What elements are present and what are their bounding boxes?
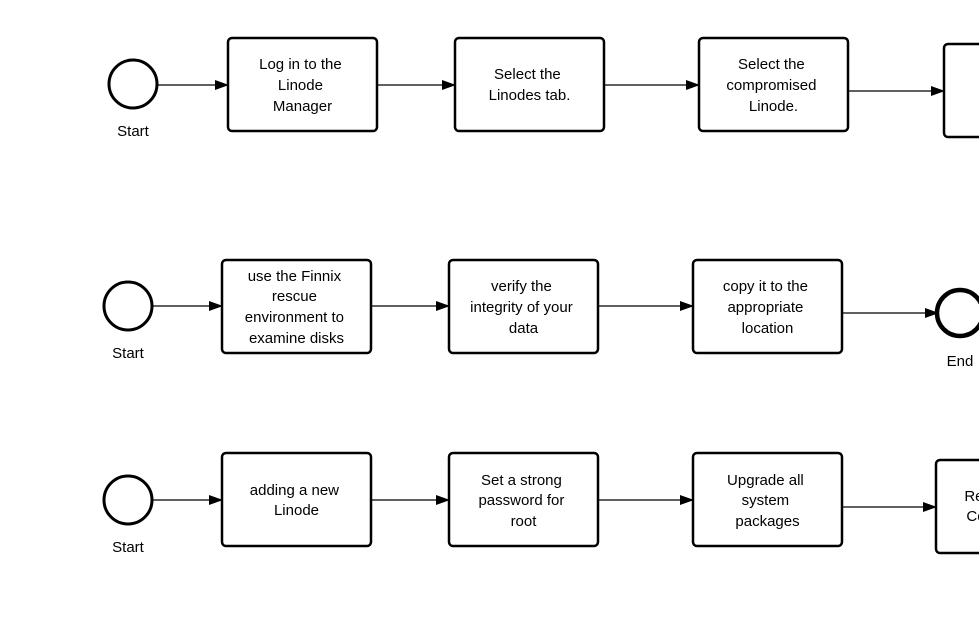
task-label-line: Co (966, 508, 979, 525)
start-label: Start (112, 539, 145, 556)
end-label: End (947, 353, 974, 370)
start-event (104, 282, 152, 330)
task-label-line: system (742, 492, 790, 509)
task-label-line: Upgrade all (727, 472, 804, 489)
task-label-line: Linode. (749, 98, 798, 115)
task-label-line: environment to (245, 309, 344, 326)
task-label-line: Linode (278, 77, 323, 94)
process-row-3: Start adding a new Linode Set a strong p… (104, 453, 979, 556)
task-label-line: appropriate (727, 299, 803, 316)
start-label: Start (117, 123, 150, 140)
process-row-1: Start Log in to the Linode Manager Selec… (109, 38, 979, 140)
process-row-2: Start use the Finnix rescue environment … (104, 260, 979, 370)
task-label-line: Manager (273, 98, 332, 115)
task-box (222, 453, 371, 546)
start-event (104, 476, 152, 524)
task-label-line: root (511, 513, 538, 530)
task-label-line: Log in to the (259, 56, 342, 73)
task-label-line: packages (735, 513, 799, 530)
task-label-line: verify the (491, 278, 552, 295)
task-label-line: location (742, 320, 794, 337)
task-box (455, 38, 604, 131)
task-label-line: Select the (738, 56, 805, 73)
task-label-line: Linode (274, 502, 319, 519)
task-label-line: data (509, 320, 539, 337)
task-label-line: copy it to the (723, 278, 808, 295)
task-label-line: Set a strong (481, 472, 562, 489)
task-label-line: integrity of your (470, 299, 573, 316)
start-event (109, 60, 157, 108)
task-label-line: Select the (494, 66, 561, 83)
task-label-line: Re (964, 488, 979, 505)
start-label: Start (112, 345, 145, 362)
task-box (944, 44, 979, 137)
end-event (937, 290, 979, 336)
task-box (936, 460, 979, 553)
task-label-line: use the Finnix (248, 268, 342, 285)
task-label-line: compromised (726, 77, 816, 94)
task-label-line: password for (478, 492, 564, 509)
task-label-line: adding a new (250, 482, 339, 499)
task-label-line: examine disks (249, 330, 344, 347)
task-label-line: rescue (272, 288, 317, 305)
task-label-line: Linodes tab. (489, 87, 571, 104)
